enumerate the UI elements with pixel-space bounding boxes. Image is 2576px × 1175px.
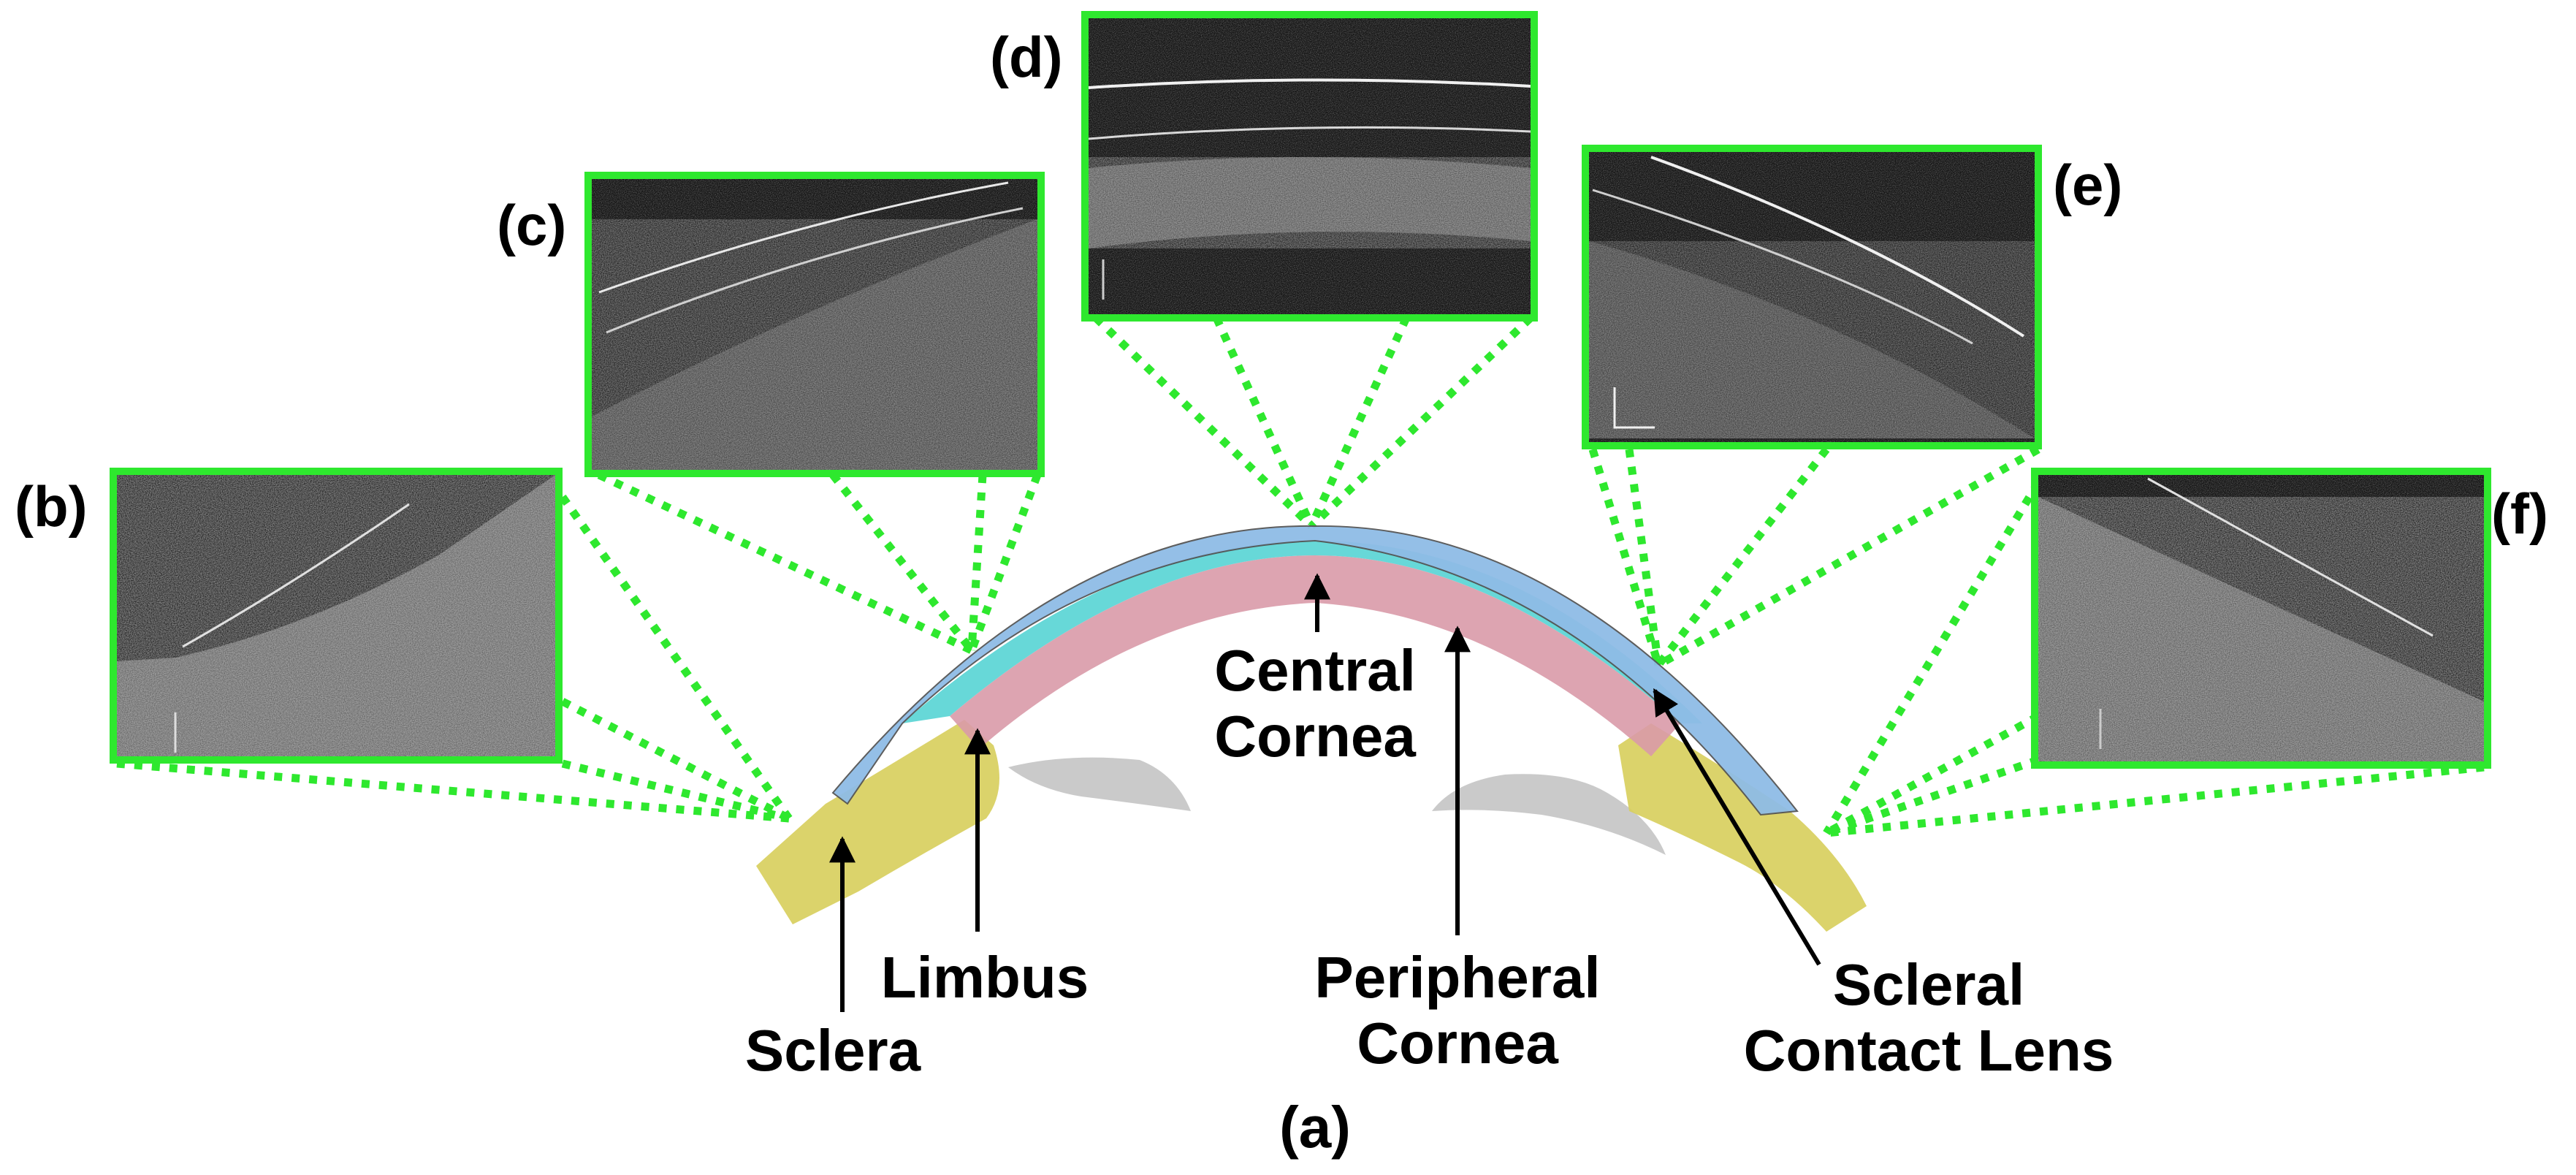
oct-panel-e <box>1582 145 2042 449</box>
connector-e-3 <box>1655 446 1830 668</box>
iris-left <box>1008 757 1191 811</box>
label-scleral-contact-lens-line2: Contact Lens <box>1744 1018 2114 1083</box>
label-peripheral-cornea-line2: Cornea <box>1357 1011 1558 1076</box>
panel-label-b: (b) <box>15 474 88 539</box>
sclera-right <box>1618 723 1867 932</box>
connector-lines <box>116 315 2485 837</box>
label-central-cornea-line1: Central <box>1214 638 1416 703</box>
oct-panel-c <box>584 172 1045 477</box>
connector-c-2 <box>829 472 975 653</box>
label-limbus: Limbus <box>881 945 1089 1010</box>
connector-e-1 <box>1588 448 1663 666</box>
label-peripheral-cornea-line1: Peripheral <box>1314 945 1600 1010</box>
oct-panel-b <box>110 468 563 764</box>
connector-f-1 <box>1823 480 2042 835</box>
connector-c-4 <box>967 474 1042 652</box>
cornea <box>950 555 1680 756</box>
connector-c-1 <box>597 471 974 654</box>
connector-d-1 <box>1093 315 1314 529</box>
panel-label-f: (f) <box>2491 482 2548 546</box>
connector-b-2 <box>561 759 790 823</box>
connector-e-4 <box>1656 446 2040 669</box>
arrow-scleral-contact-lens <box>1653 688 1821 966</box>
label-sclera: Sclera <box>745 1018 921 1083</box>
panel-label-c: (c) <box>497 193 566 257</box>
annotation-arrows <box>829 573 1821 1012</box>
connector-e-2 <box>1625 449 1663 666</box>
figure-label-a: (a) <box>1279 1095 1351 1160</box>
label-central-cornea-line2: Cornea <box>1214 704 1416 769</box>
connector-d-3 <box>1307 316 1411 528</box>
scleral-contact-lens <box>831 525 1799 816</box>
connector-f-3 <box>1825 756 2040 837</box>
connector-c-3 <box>967 474 987 651</box>
sclera-left <box>756 720 999 924</box>
connector-f-4 <box>1826 763 2485 837</box>
connector-f-2 <box>1824 712 2040 837</box>
panel-label-d: (d) <box>990 25 1063 89</box>
connector-d-4 <box>1308 315 1533 529</box>
anterior-segment-diagram <box>756 525 1867 932</box>
oct-panel-f <box>2031 468 2491 769</box>
panel-label-e: (e) <box>2053 153 2122 217</box>
label-scleral-contact-lens-line1: Scleral <box>1833 952 2024 1017</box>
iris-right <box>1432 774 1666 855</box>
oct-panel-d <box>1081 11 1538 322</box>
connector-b-1 <box>116 759 790 823</box>
connector-b-4 <box>559 494 793 821</box>
connector-b-3 <box>560 698 791 822</box>
connector-d-2 <box>1212 316 1316 528</box>
